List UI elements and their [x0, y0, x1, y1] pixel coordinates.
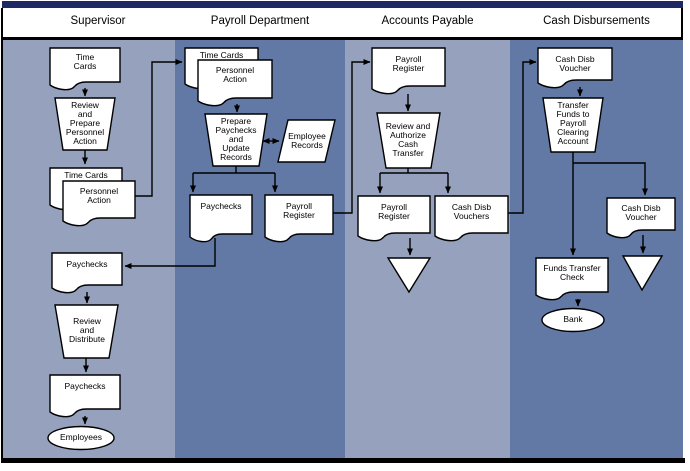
label-paychecks-payroll: Paychecks [200, 201, 242, 211]
header-separator-line [2, 37, 683, 40]
flow-transfer-to-voucher2 [573, 162, 648, 196]
top-navy-bar [2, 1, 683, 8]
label-time-cards: Time Cards [73, 52, 97, 71]
file-symbol-cd [621, 255, 664, 292]
label-payroll-register-payroll: Payroll Register [283, 201, 315, 220]
label-funds-transfer-check: Funds Transfer Check [543, 263, 601, 282]
label-review-distribute: Review and Distribute [69, 316, 105, 344]
doc-cash-disb-vouchers-ap [434, 195, 509, 242]
label-employee-records: Employee Records [288, 131, 326, 150]
manual-prepare-paychecks-update-records [204, 113, 268, 167]
lane-title-payroll-department: Payroll Department [210, 15, 310, 27]
manual-transfer-funds-payroll-clearing [542, 97, 604, 153]
label-cash-disb-voucher-cd-right: Cash Disb Voucher [621, 203, 661, 222]
lane-payroll-department [175, 40, 345, 458]
doc-paychecks-supervisor [51, 252, 123, 294]
doc-paychecks-payroll [189, 194, 253, 243]
doc-cash-disb-voucher-cd-top [537, 47, 613, 89]
label-paychecks-supervisor: Paychecks [66, 259, 108, 269]
label-personnel-action-payroll: Personnel Action [215, 65, 255, 84]
bottom-black-bar [2, 458, 685, 463]
label-time-cards-payroll: Time Cards [199, 50, 244, 60]
doc-cash-disb-voucher-cd-right [606, 197, 676, 239]
doc-payroll-register-ap-bottom [357, 195, 431, 242]
doc-time-cards-supervisor [49, 47, 121, 91]
flow-paychecks-to-supervisor [124, 238, 216, 269]
manual-review-prepare-personnel-action [54, 97, 116, 151]
lane-accounts-payable [345, 40, 510, 458]
data-employee-records [277, 119, 336, 163]
flow-vouchers-to-cd [508, 59, 537, 214]
doc-paychecks-2-supervisor [49, 374, 121, 418]
doc-payroll-register-payroll [264, 194, 334, 243]
manual-review-distribute [54, 304, 119, 359]
doc-funds-transfer-check [535, 257, 609, 301]
label-bank: Bank [563, 314, 583, 324]
label-payroll-register-ap-top: Payroll Register [392, 54, 425, 73]
label-employees: Employees [59, 432, 103, 442]
label-payroll-register-ap-bottom: Payroll Register [378, 202, 410, 221]
flow-payroll-register-to-ap [333, 59, 371, 214]
terminator-employees [47, 425, 115, 451]
label-cash-disb-vouchers-ap: Cash Disb Vouchers [451, 202, 492, 221]
label-review-authorize-cash-transfer: Review and Authorize Cash Transfer [385, 121, 431, 158]
label-prepare-paychecks-update-records: Prepare Paychecks and Update Records [215, 116, 257, 162]
file-symbol-ap [386, 257, 432, 294]
doc-payroll-register-ap-top [371, 47, 446, 95]
lane-title-cash-disbursements: Cash Disbursements [543, 15, 650, 27]
doc-personnel-action-stack-front-payroll [197, 59, 273, 107]
label-time-cards-stack: Time Cards [64, 170, 108, 180]
terminator-bank [541, 307, 605, 333]
left-border [1, 8, 3, 463]
header-right-border [681, 8, 683, 38]
manual-review-authorize-cash-transfer [376, 112, 441, 169]
label-review-prepare-personnel-action: Review and Prepare Personnel Action [65, 100, 105, 146]
doc-personnel-action-stack-front-supervisor [62, 180, 136, 227]
label-cash-disb-voucher-cd-top: Cash Disb Voucher [555, 54, 595, 73]
flow-supervisor-to-payroll [135, 59, 183, 197]
label-personnel-action-stack: Personnel Action [79, 186, 119, 205]
label-transfer-funds-payroll-clearing: Transfer Funds to Payroll Clearing Accou… [556, 100, 590, 146]
lane-title-supervisor: Supervisor [70, 15, 126, 27]
label-paychecks-2-supervisor: Paychecks [64, 381, 106, 391]
lane-title-accounts-payable: Accounts Payable [381, 15, 474, 27]
